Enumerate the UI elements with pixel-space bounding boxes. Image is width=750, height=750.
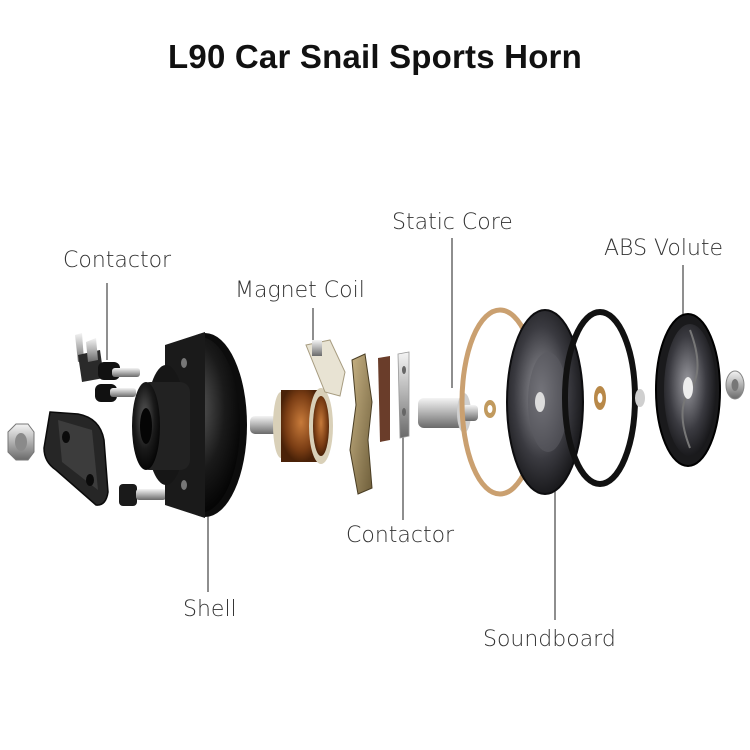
label-shell: Shell — [183, 597, 237, 622]
static-core-icon — [418, 393, 496, 433]
leader-lines — [106, 238, 684, 620]
mounting-bracket-icon — [43, 411, 109, 506]
label-magnet-coil: Magnet Coil — [235, 278, 365, 303]
hex-nut-left-icon — [7, 423, 35, 461]
washer-icon — [594, 386, 606, 410]
small-washer-icon — [635, 389, 645, 407]
label-contactor-bottom: Contactor — [346, 523, 455, 548]
shell-icon — [132, 332, 247, 518]
abs-volute-icon — [655, 313, 721, 467]
hex-nut-right-icon — [725, 370, 745, 400]
magnet-coil-icon — [250, 339, 346, 464]
label-soundboard: Soundboard — [483, 627, 616, 652]
label-contactor-top: Contactor — [63, 248, 172, 273]
top-terminal-icon — [75, 333, 140, 402]
label-abs-volute: ABS Volute — [604, 236, 724, 261]
soundboard-icon — [506, 309, 584, 495]
page-title: L90 Car Snail Sports Horn — [168, 38, 582, 75]
label-static-core: Static Core — [392, 210, 513, 235]
contactor-plate-icon — [349, 351, 410, 495]
screw-bottom-icon — [119, 484, 166, 506]
